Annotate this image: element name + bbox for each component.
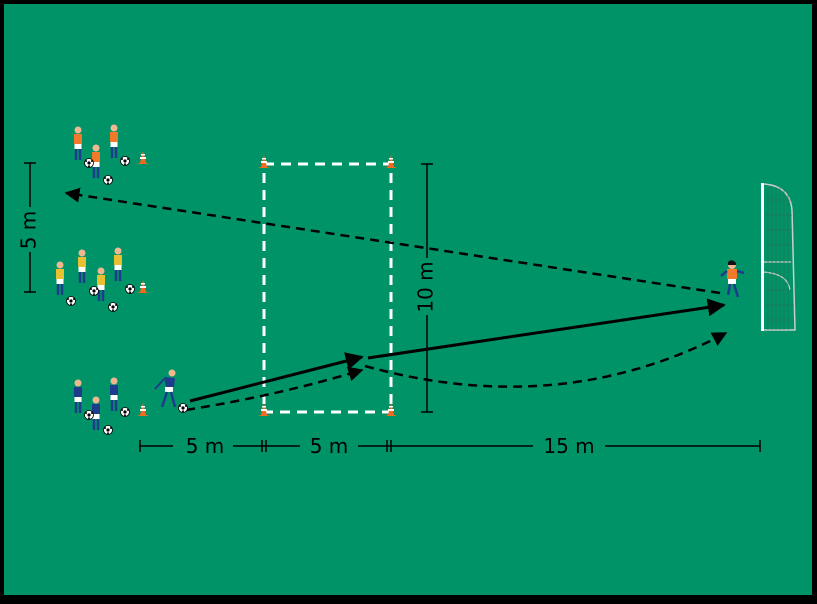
goal-icon xyxy=(761,183,796,331)
active-player xyxy=(154,369,177,408)
ball-icon xyxy=(66,296,76,306)
blue-group xyxy=(74,377,149,435)
ball-icon xyxy=(84,410,94,420)
ball-icon xyxy=(120,156,130,166)
ball-icon xyxy=(84,158,94,168)
measure-label-2: 5 m xyxy=(310,434,349,458)
ball-icon xyxy=(103,425,113,435)
pass-to-goalkeeper xyxy=(367,298,726,360)
measure-label-1: 5 m xyxy=(186,434,225,458)
measure-5m-vertical: 5 m xyxy=(17,162,41,293)
ball-icon xyxy=(178,403,188,413)
target-player xyxy=(720,260,745,298)
ball-icon xyxy=(103,175,113,185)
ball-icon xyxy=(125,284,135,294)
ball-icon xyxy=(89,286,99,296)
run-to-zone xyxy=(185,366,364,412)
field xyxy=(4,4,812,595)
ball-icon xyxy=(120,407,130,417)
orange-group xyxy=(74,124,149,185)
measure-label-zone: 10 m xyxy=(414,261,438,312)
ball-icon xyxy=(108,302,118,312)
measure-10m-vertical: 10 m xyxy=(414,163,438,413)
curved-run-to-goal xyxy=(364,331,728,388)
measure-label-left: 5 m xyxy=(17,211,41,250)
return-pass-to-left xyxy=(64,187,721,295)
measure-label-3: 15 m xyxy=(543,434,594,458)
pass-to-zone xyxy=(189,352,364,403)
measure-horizontal: 5 m 5 m 15 m xyxy=(139,434,761,458)
yellow-group xyxy=(56,247,149,312)
